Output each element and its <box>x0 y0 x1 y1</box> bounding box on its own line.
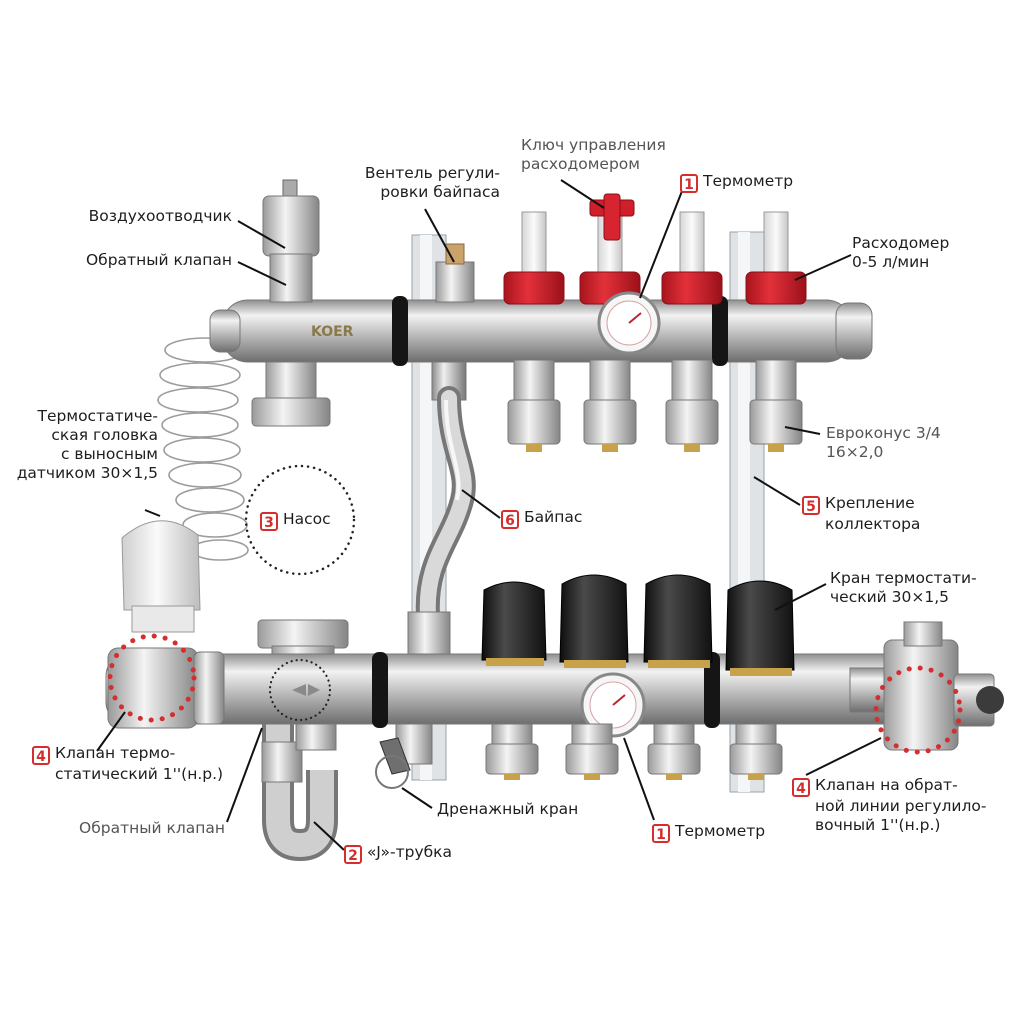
valve-highlight-left <box>107 633 197 723</box>
badge-bypass: 6 <box>501 510 519 529</box>
label-drain: Дренажный кран <box>437 800 579 818</box>
label-flowmeter-key: Ключ управления расходомером <box>521 136 666 173</box>
badge-thermometer-bottom: 1 <box>652 824 670 843</box>
thermometer-top <box>597 291 661 355</box>
thermometer-bottom <box>580 672 646 738</box>
air-vent <box>251 179 331 427</box>
badge-pump: 3 <box>260 512 278 531</box>
drain-tap <box>375 723 433 789</box>
badge-return-valve: 4 <box>792 778 810 797</box>
thermostatic-caps <box>481 574 795 676</box>
top-outlets <box>507 359 803 452</box>
label-check-valve-bottom: Обратный клапан <box>79 819 226 837</box>
label-thermo-tap: Кран термостати- ческий 30×1,5 <box>830 569 977 606</box>
brand-logo: KOER <box>311 324 354 340</box>
label-flowmeter: Расходомер 0-5 л/мин <box>852 234 950 271</box>
leader-lines <box>96 179 882 851</box>
label-j-tube: 2«J»-трубка <box>344 843 452 864</box>
bottom-manifold <box>105 621 1004 751</box>
label-bypass-valve: Вентель регули- ровки байпаса <box>364 164 500 201</box>
label-eurocone: Евроконус 3/4 16×2,0 <box>826 424 941 461</box>
top-manifold: KOER <box>209 296 873 366</box>
badge-thermometer-top: 1 <box>680 174 698 193</box>
label-air-vent: Воздухоотводчик <box>88 207 232 225</box>
badge-j-tube: 2 <box>344 845 362 864</box>
bypass-valve <box>435 243 475 303</box>
pump-placeholder-circle <box>244 464 356 576</box>
valve-highlight-right <box>873 665 963 755</box>
bottom-outlets <box>485 723 783 780</box>
check-valve-circle <box>268 658 332 722</box>
label-check-valve-top: Обратный клапан <box>85 251 232 269</box>
thermostatic-head <box>121 520 201 633</box>
label-thermo-head: Термостатиче- ская головка с выносным да… <box>16 407 158 482</box>
badge-thermo-valve: 4 <box>32 746 50 765</box>
badge-bracket: 5 <box>802 496 820 515</box>
